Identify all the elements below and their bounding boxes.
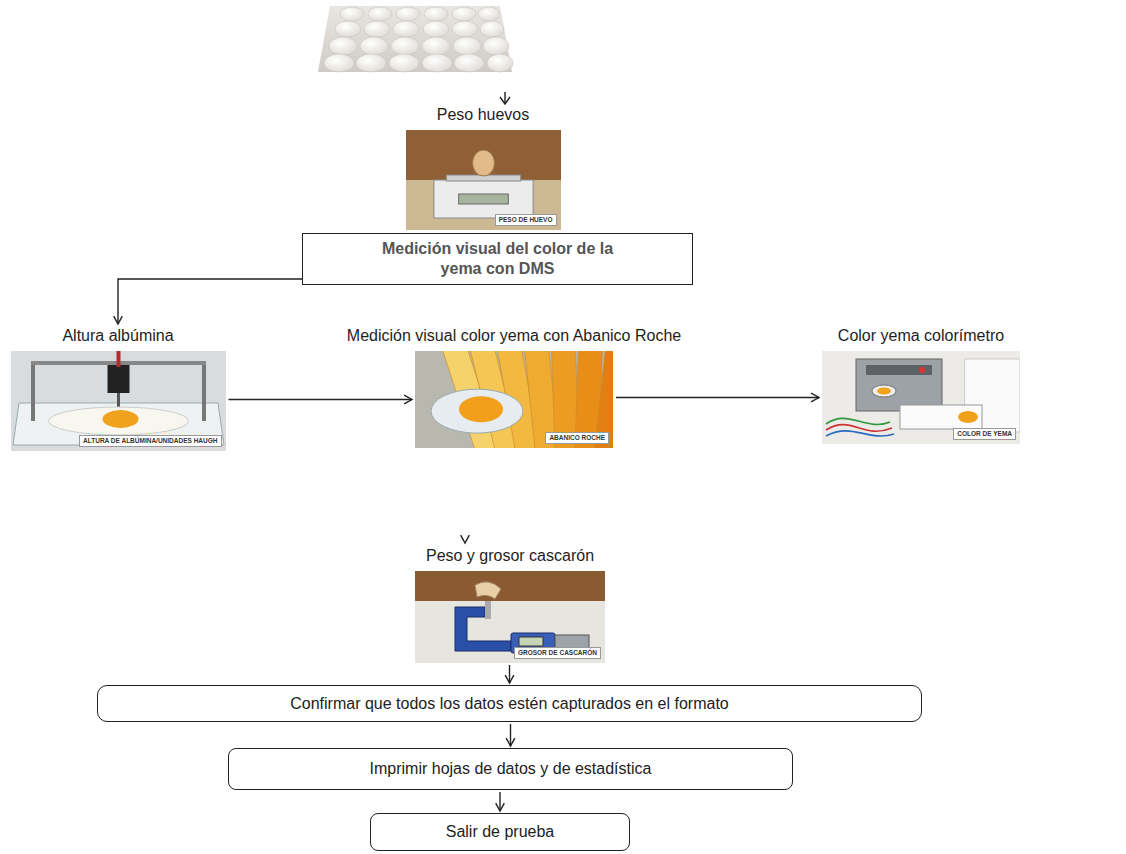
photo-step: Altura albúminaALTURA DE ALBÚMINA/UNIDAD… [9,326,228,451]
process-box: Imprimir hojas de datos y de estadística [228,748,793,790]
arrow-head [461,535,470,543]
photo-step: Medición visual color yema con Abanico R… [345,326,684,448]
photo-frame: PESO DE HUEVO [406,130,561,230]
connector-line [509,665,510,683]
connector-line [616,397,819,398]
step-caption: Altura albúmina [9,326,228,345]
connector-line [118,279,302,324]
photo-step: Color yema colorímetroCOLOR DE YEMA [820,326,1022,444]
photo-frame: ALTURA DE ALBÚMINA/UNIDADES HAUGH [11,351,226,451]
connector-line [499,792,500,811]
process-box: Salir de prueba [370,813,630,851]
flow-arrow [229,395,413,404]
connector-line [229,399,413,400]
process-box: Medición visual del color de la yema con… [302,233,693,285]
photo-step: Peso huevosPESO DE HUEVO [404,105,563,230]
process-box: Confirmar que todos los datos estén capt… [97,685,922,722]
photo-frame: GROSOR DE CASCARÓN [415,571,605,663]
box-text: Medición visual del color de la yema con… [363,239,632,279]
flow-arrow [505,665,514,683]
connector-line [510,724,511,746]
step-caption: Color yema colorímetro [820,326,1022,345]
arrow-head [811,393,819,402]
box-text: Confirmar que todos los datos estén capt… [290,694,728,714]
box-text: Salir de prueba [446,822,555,842]
step-caption: Peso y grosor cascarón [413,546,607,565]
tray-arrow [500,92,510,104]
photo-tag: ABANICO ROCHE [545,432,609,444]
flow-arrow [616,393,819,402]
arrow-head [505,675,514,683]
photo-tag: GROSOR DE CASCARÓN [514,647,601,659]
step-caption: Peso huevos [404,105,563,124]
arrow-head [114,316,123,324]
photo-frame: ABANICO ROCHE [415,351,613,448]
arrow-head [496,803,505,811]
photo-frame: COLOR DE YEMA [822,351,1020,444]
box-text: Imprimir hojas de datos y de estadística [370,759,652,779]
arrow-head [404,395,412,404]
photo-step: Peso y grosor cascarónGROSOR DE CASCARÓN [413,546,607,663]
flow-arrow [114,279,302,324]
step-caption: Medición visual color yema con Abanico R… [345,326,684,345]
photo-tag: COLOR DE YEMA [953,428,1016,440]
flow-arrow [496,792,505,811]
flow-arrow [506,724,515,746]
photo-tag: PESO DE HUEVO [495,214,557,226]
arrow-head [506,738,515,746]
photo-tag: ALTURA DE ALBÚMINA/UNIDADES HAUGH [79,435,221,447]
flow-arrow [461,535,470,543]
